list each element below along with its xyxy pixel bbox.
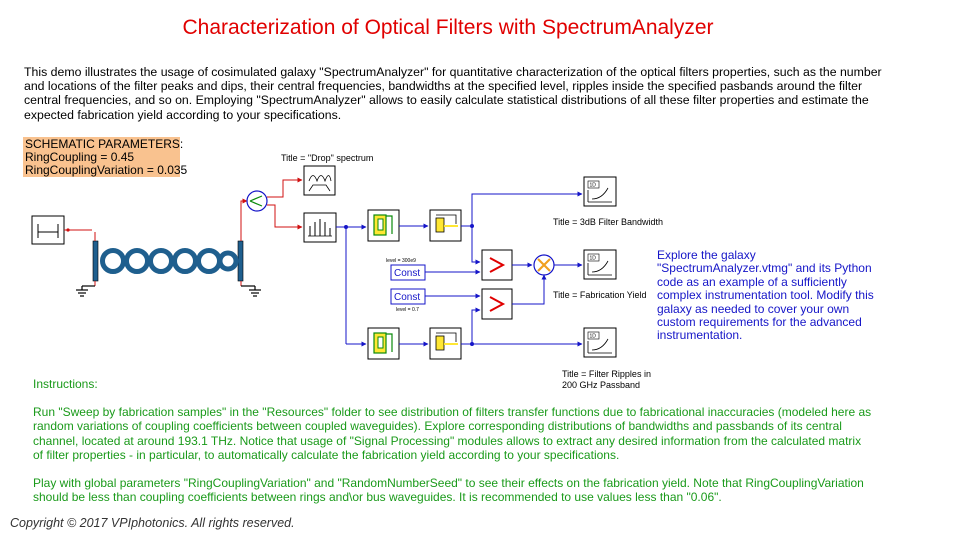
signal-processing-block-1[interactable] <box>367 209 400 242</box>
bandwidth-plot-label: Title = 3dB Filter Bandwidth <box>553 217 663 227</box>
instructions-paragraph-2: Play with global parameters "RingCouplin… <box>33 476 864 505</box>
page-title: Characterization of Optical Filters with… <box>182 16 714 39</box>
ripples-plot-label-line1: Title = Filter Ripples in <box>562 369 651 379</box>
connection-wire <box>425 269 481 299</box>
signal-processing-block-2[interactable] <box>429 209 462 242</box>
optical-source-module[interactable] <box>31 215 65 245</box>
instructions-paragraph-1: Run "Sweep by fabrication samples" in th… <box>33 405 872 462</box>
schematic-parameters-box[interactable]: SCHEMATIC PARAMETERS: RingCoupling = 0.4… <box>23 137 188 177</box>
ground-terminator-left[interactable] <box>76 285 95 297</box>
splitter-icon[interactable] <box>246 190 268 212</box>
ring-filter-module[interactable] <box>92 230 244 286</box>
drop-spectrum-analyzer[interactable] <box>303 165 336 196</box>
signal-processing-block-4[interactable] <box>429 327 462 360</box>
comparator-block-1[interactable] <box>481 249 513 281</box>
copyright-notice: Copyright © 2017 VPIphotonics. All right… <box>10 516 295 530</box>
multiplier-icon[interactable] <box>533 254 555 276</box>
ring-coupling-variation-param[interactable]: RingCouplingVariation = 0.035 <box>25 163 188 177</box>
ring-coupling-param[interactable]: RingCoupling = 0.45 <box>25 150 135 164</box>
comparator-block-2[interactable] <box>481 288 513 320</box>
const-level-1: level = 300e9 <box>386 258 416 264</box>
parameters-heading: SCHEMATIC PARAMETERS: <box>25 137 184 151</box>
signal-processing-block-3[interactable] <box>367 327 400 360</box>
bandwidth-plot-window[interactable]: 1D <box>583 176 617 207</box>
const-level-2: level = 0.7 <box>396 307 419 313</box>
connection-wire <box>336 224 367 347</box>
drop-spectrum-label: Title = "Drop" spectrum <box>281 153 373 163</box>
spectrum-analyzer-module[interactable] <box>303 212 337 243</box>
explore-galaxy-note: Explore the galaxy "SpectrumAnalyzer.vtm… <box>657 248 874 343</box>
const-block-2[interactable]: Const level = 0.7 <box>390 288 426 313</box>
connection-wire <box>267 204 303 230</box>
intro-paragraph: This demo illustrates the usage of cosim… <box>24 65 882 122</box>
connection-wire <box>64 228 92 232</box>
instructions-heading: Instructions: <box>33 377 98 391</box>
const-block-1[interactable]: level = 300e9 Const <box>386 258 426 281</box>
connection-wire <box>267 177 303 198</box>
const-label-2: Const <box>394 292 420 303</box>
svg-text:1D: 1D <box>590 183 597 189</box>
connection-wire <box>512 262 547 305</box>
ripples-plot-label-line2: 200 GHz Passband <box>562 380 640 390</box>
yield-plot-label: Title = Fabrication Yield <box>553 290 646 300</box>
connection-wire <box>240 198 248 230</box>
svg-text:1D: 1D <box>590 334 597 340</box>
connection-wire <box>461 191 583 347</box>
yield-plot-window[interactable]: 1D <box>583 249 617 280</box>
ripples-plot-window[interactable]: 1D <box>583 327 617 358</box>
ground-terminator-right[interactable] <box>241 285 261 297</box>
svg-text:1D: 1D <box>590 256 597 262</box>
const-label-1: Const <box>394 268 420 279</box>
